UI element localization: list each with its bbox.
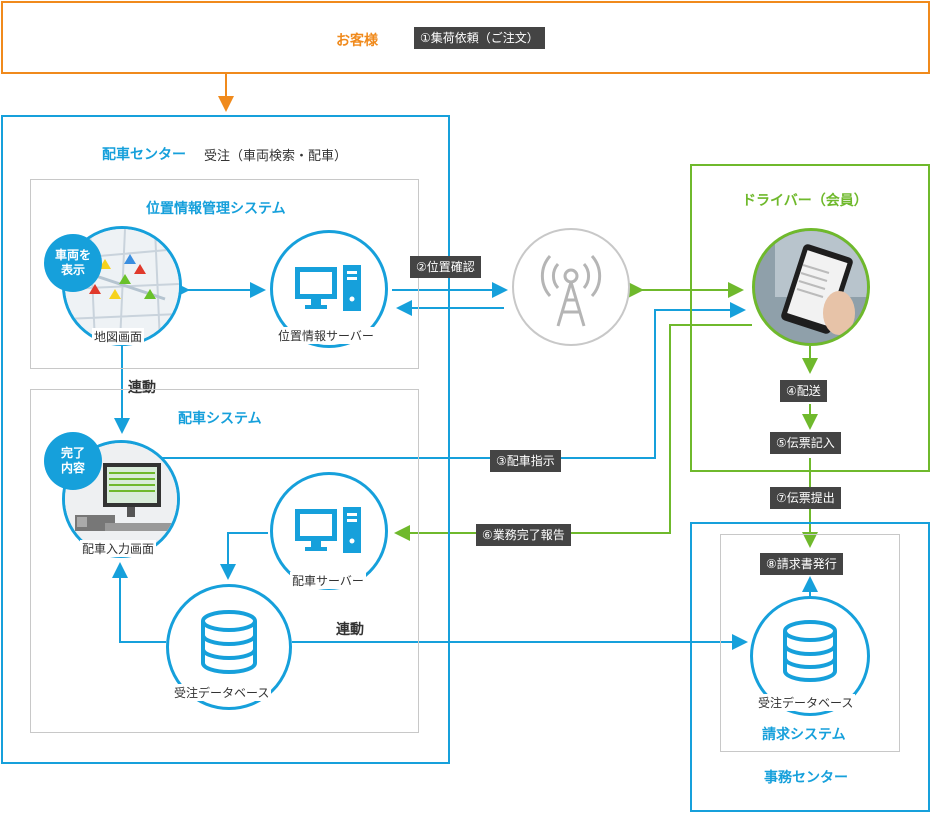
database-icon-2	[783, 620, 837, 682]
customer-box	[1, 1, 930, 74]
step4-tag: ④配送	[780, 380, 827, 402]
radio-tower-icon	[540, 255, 602, 327]
database-icon	[201, 610, 257, 674]
step7-tag: ⑦伝票提出	[770, 487, 841, 509]
step8-tag: ⑧請求書発行	[760, 553, 843, 575]
dispatch-server-icon	[270, 472, 388, 590]
dispatch-input-label: 配車入力画面	[80, 540, 157, 557]
step3-tag: ③配車指示	[490, 450, 561, 472]
tablet-icon	[755, 231, 867, 343]
step6-tag: ⑥業務完了報告	[476, 524, 571, 546]
link-label-2: 連動	[336, 622, 364, 638]
billing-system-title: 請求システム	[762, 727, 846, 743]
driver-box	[690, 164, 930, 472]
billing-system-box	[720, 534, 900, 752]
server-computer-icon	[295, 265, 361, 311]
arrow-dispatch-instruction	[150, 302, 746, 459]
location-system-title: 位置情報管理システム	[146, 201, 286, 217]
dispatch-system-title: 配車システム	[178, 411, 262, 427]
customer-title: お客様	[336, 33, 378, 49]
driver-title: ドライバー（会員）	[742, 193, 868, 209]
antenna-icon	[512, 228, 630, 346]
dispatch-center-title: 配車センター	[102, 147, 186, 163]
office-center-title: 事務センター	[764, 770, 848, 786]
arrow-db-to-input	[112, 562, 166, 643]
dispatch-system-box	[30, 389, 419, 733]
link-label-1: 連動	[128, 380, 156, 396]
order-db-label: 受注データベース	[172, 684, 272, 701]
server-computer-icon-2	[295, 507, 361, 553]
vehicle-display-bubble: 車両を 表示	[44, 234, 102, 292]
office-center-box	[690, 522, 930, 812]
completion-content-bubble: 完了 内容	[44, 432, 102, 490]
billing-db-label: 受注データベース	[756, 694, 856, 711]
dispatch-center-subtitle: 受注（車両検索・配車）	[204, 149, 348, 164]
step5-tag: ⑤伝票記入	[770, 432, 841, 454]
dispatch-center-box	[1, 115, 450, 764]
arrow-server-to-db	[220, 532, 268, 580]
location-server-label: 位置情報サーバー	[276, 327, 376, 344]
dispatch-server-label: 配車サーバー	[290, 572, 366, 589]
step1-tag: ①集荷依頼（ご注文）	[414, 27, 545, 49]
map-screen-label: 地図画面	[92, 328, 145, 345]
step2-tag: ②位置確認	[410, 256, 481, 278]
driver-tablet-image	[752, 228, 870, 346]
